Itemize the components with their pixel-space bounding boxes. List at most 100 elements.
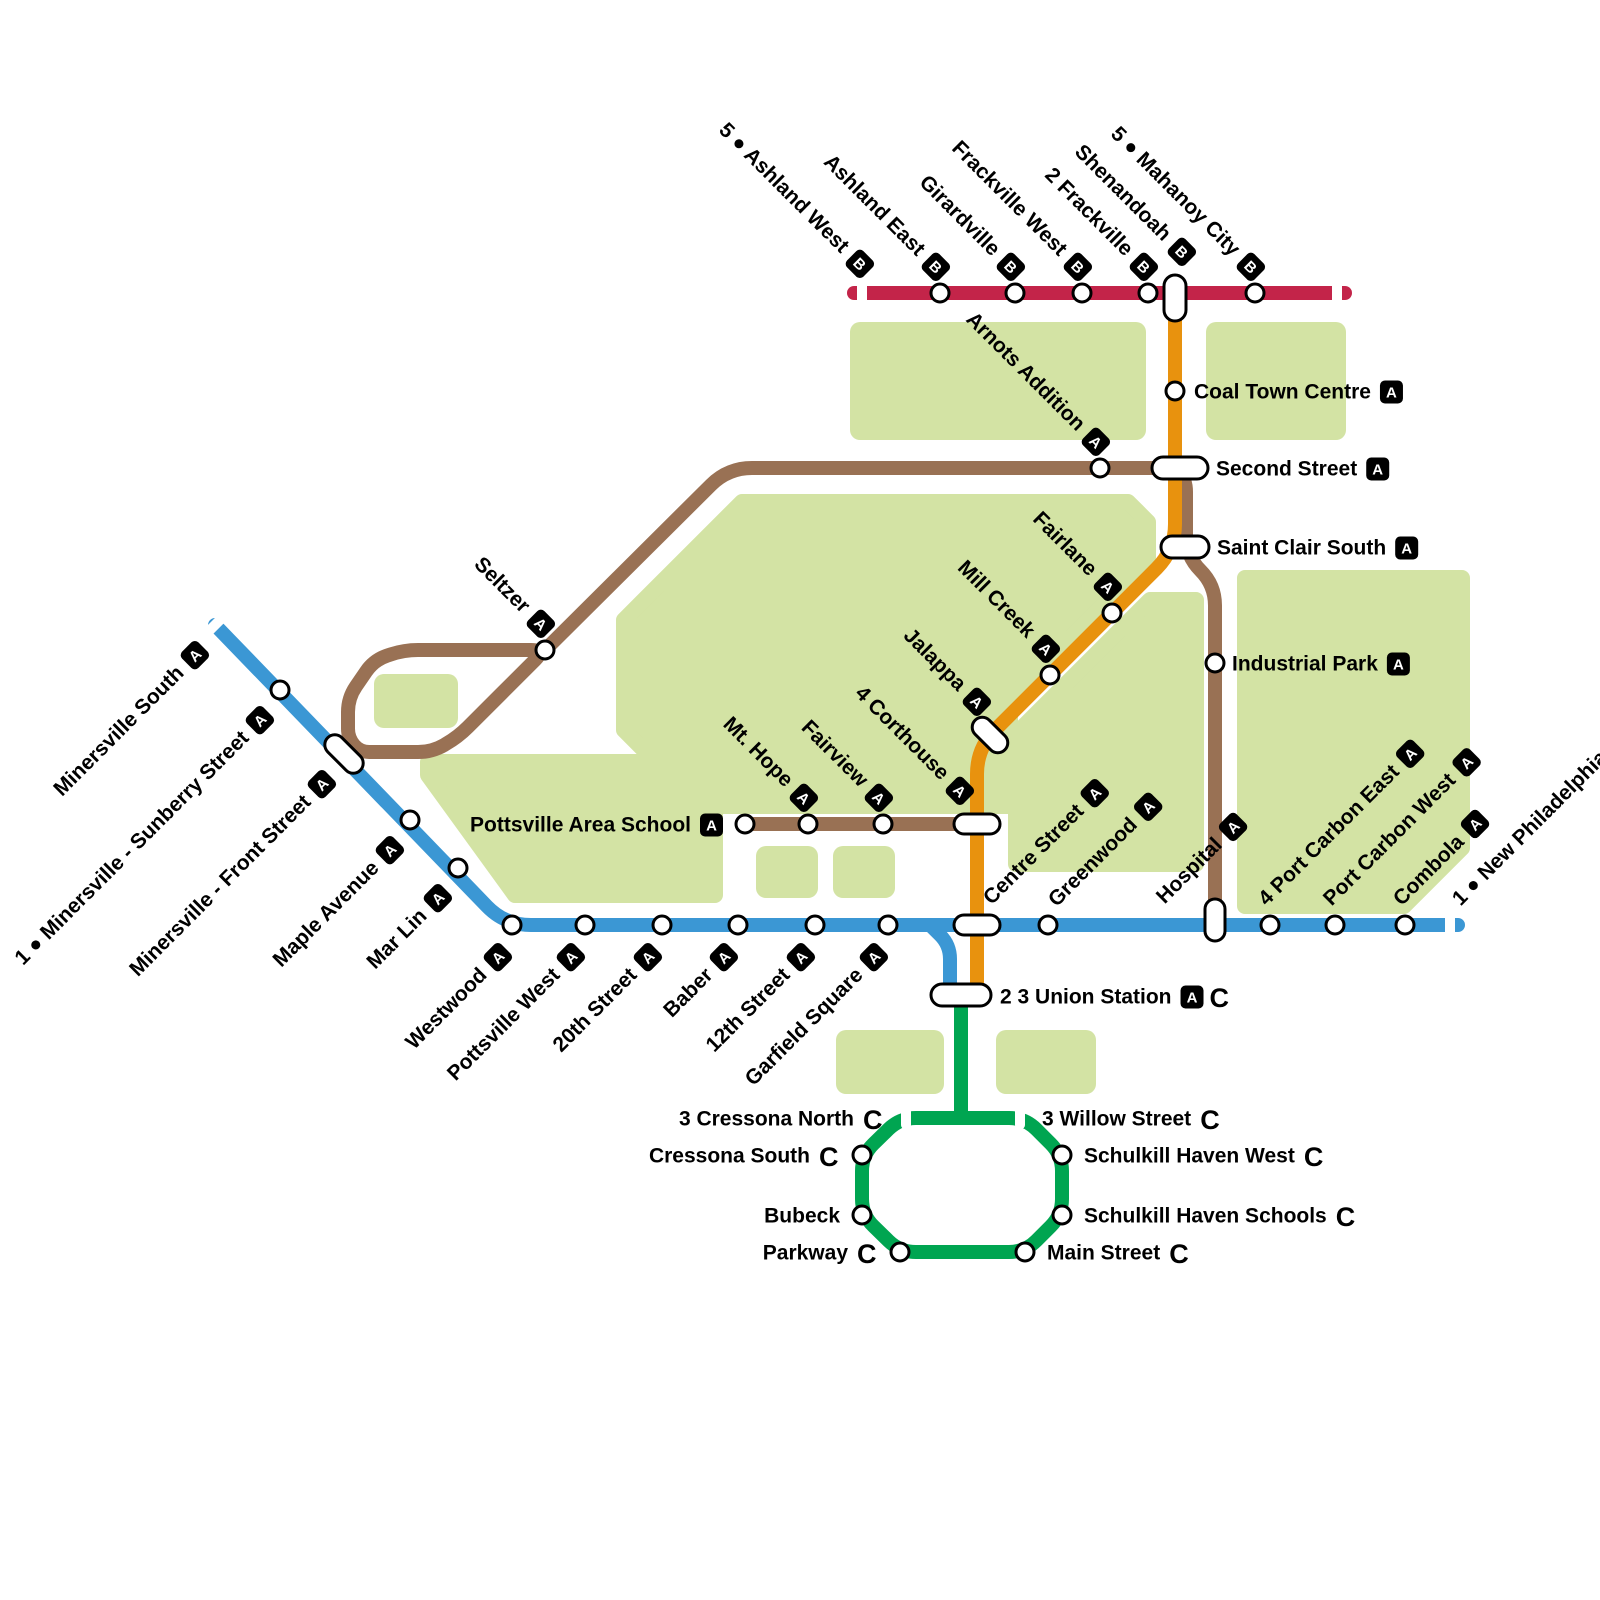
station-baber[interactable] <box>727 914 749 936</box>
line-badge-c-icon: C <box>863 1105 883 1135</box>
line-badge-a-icon <box>423 883 453 913</box>
station-dot <box>851 1204 873 1226</box>
station-maple-avenue[interactable] <box>399 809 421 831</box>
station-pottsville-area-school[interactable] <box>734 813 756 835</box>
station-seltzer[interactable] <box>534 639 556 661</box>
station-dot <box>534 639 556 661</box>
svg-text:A: A <box>1401 541 1412 558</box>
station-twelfth-street[interactable] <box>804 914 826 936</box>
station-centre-street[interactable] <box>952 913 1002 937</box>
station-dot <box>574 914 596 936</box>
station-girardville[interactable] <box>1004 282 1026 304</box>
station-red-east-end[interactable] <box>1332 282 1342 304</box>
station-mill-creek[interactable] <box>1039 664 1061 686</box>
station-twentieth-street[interactable] <box>651 914 673 936</box>
station-willow-street[interactable] <box>1015 1107 1025 1129</box>
station-westwood[interactable] <box>501 914 523 936</box>
station-second-street[interactable] <box>1150 455 1210 481</box>
line-badge-a-icon <box>789 783 819 813</box>
station-dot <box>889 1241 911 1263</box>
station-parkway[interactable] <box>889 1241 911 1263</box>
station-cressona-north[interactable] <box>901 1107 911 1129</box>
station-new-philadelphia[interactable] <box>1445 914 1455 936</box>
station-coal-town-centre[interactable] <box>1164 380 1186 402</box>
svg-text:A: A <box>1393 657 1404 674</box>
station-name: Saint Clair South <box>1217 537 1386 560</box>
line-badge-c-icon: C <box>819 1142 839 1172</box>
green-area-union-west <box>836 1030 944 1094</box>
station-frackville[interactable] <box>1137 282 1159 304</box>
station-dot <box>734 813 756 835</box>
station-combola[interactable] <box>1394 914 1416 936</box>
line-badge-a-icon <box>1081 427 1111 457</box>
station-fairview[interactable] <box>872 813 894 835</box>
station-ashland-east[interactable] <box>929 282 951 304</box>
line-badge-b-icon <box>1167 237 1197 267</box>
green-area-small-square-east <box>833 846 895 898</box>
station-name: Bubeck <box>764 1205 840 1228</box>
line-badge-a-icon <box>945 776 975 806</box>
station-garfield-square[interactable] <box>877 914 899 936</box>
line-badge-a-icon <box>245 705 275 735</box>
station-greenwood[interactable] <box>1037 914 1059 936</box>
station-name: Frackville West <box>947 136 1071 260</box>
station-name: 1 ● Minersville - Sunberry Street <box>10 726 253 969</box>
line-badge-a-icon <box>1133 792 1163 822</box>
station-dot <box>1137 282 1159 304</box>
green-area-loop-inner <box>374 674 458 728</box>
station-minersville-south[interactable] <box>204 614 227 637</box>
green-area-school-area <box>420 754 723 903</box>
station-port-carbon-east[interactable] <box>1259 914 1281 936</box>
station-ashland-west[interactable] <box>857 282 867 304</box>
station-mahanoy-city[interactable] <box>1244 282 1266 304</box>
interchange-oval <box>323 733 365 775</box>
station-minersville-sunberry-street[interactable] <box>269 679 291 701</box>
station-markers-layer <box>204 273 1455 1263</box>
line-brown-main <box>538 461 1222 919</box>
station-union-station[interactable] <box>929 982 993 1008</box>
station-fairlane[interactable] <box>1101 602 1123 624</box>
line-badge-a-icon <box>1218 812 1248 842</box>
interchange-oval <box>952 812 1002 836</box>
line-badge-a-icon <box>1386 652 1410 676</box>
line-badge-c-icon: C <box>1169 1239 1189 1269</box>
station-industrial-park[interactable] <box>1204 652 1226 674</box>
station-minersville-front-street[interactable] <box>321 731 368 778</box>
station-arnots-addition[interactable] <box>1089 457 1111 479</box>
station-bubeck[interactable] <box>851 1204 873 1226</box>
line-badge-c-icon: C <box>857 1239 877 1269</box>
line-badge-a-icon <box>786 942 816 972</box>
station-schulkill-haven-schools[interactable] <box>1051 1204 1073 1226</box>
station-frackville-west[interactable] <box>1071 282 1093 304</box>
interchange-oval <box>929 982 993 1008</box>
line-badge-b-icon <box>1063 252 1093 282</box>
station-dot <box>269 679 291 701</box>
green-area-small-square-west <box>756 846 818 898</box>
station-cressona-south[interactable] <box>851 1144 873 1166</box>
station-pottsville-west[interactable] <box>574 914 596 936</box>
station-schulkill-haven-west[interactable] <box>1051 1144 1073 1166</box>
station-dot <box>1101 602 1123 624</box>
station-corthouse[interactable] <box>952 812 1002 836</box>
station-saint-clair-south[interactable] <box>1159 534 1211 560</box>
station-hospital[interactable] <box>1203 897 1227 943</box>
station-mar-lin[interactable] <box>447 857 469 879</box>
station-label-bubeck: Bubeck <box>764 1205 840 1228</box>
station-mt-hope[interactable] <box>797 813 819 835</box>
station-port-carbon-west[interactable] <box>1324 914 1346 936</box>
line-brown-loop <box>341 643 547 759</box>
station-name: Second Street <box>1216 458 1357 481</box>
station-main-street[interactable] <box>1014 1241 1036 1263</box>
station-name: 2 3 Union Station <box>1000 986 1172 1009</box>
station-jalappa[interactable] <box>968 713 1012 757</box>
line-badge-b-icon <box>845 249 875 279</box>
terminal-tick <box>1332 282 1342 304</box>
line-badge-a-icon <box>1180 985 1204 1009</box>
station-shenandoah[interactable] <box>1162 273 1188 323</box>
terminal-tick <box>1015 1107 1025 1129</box>
